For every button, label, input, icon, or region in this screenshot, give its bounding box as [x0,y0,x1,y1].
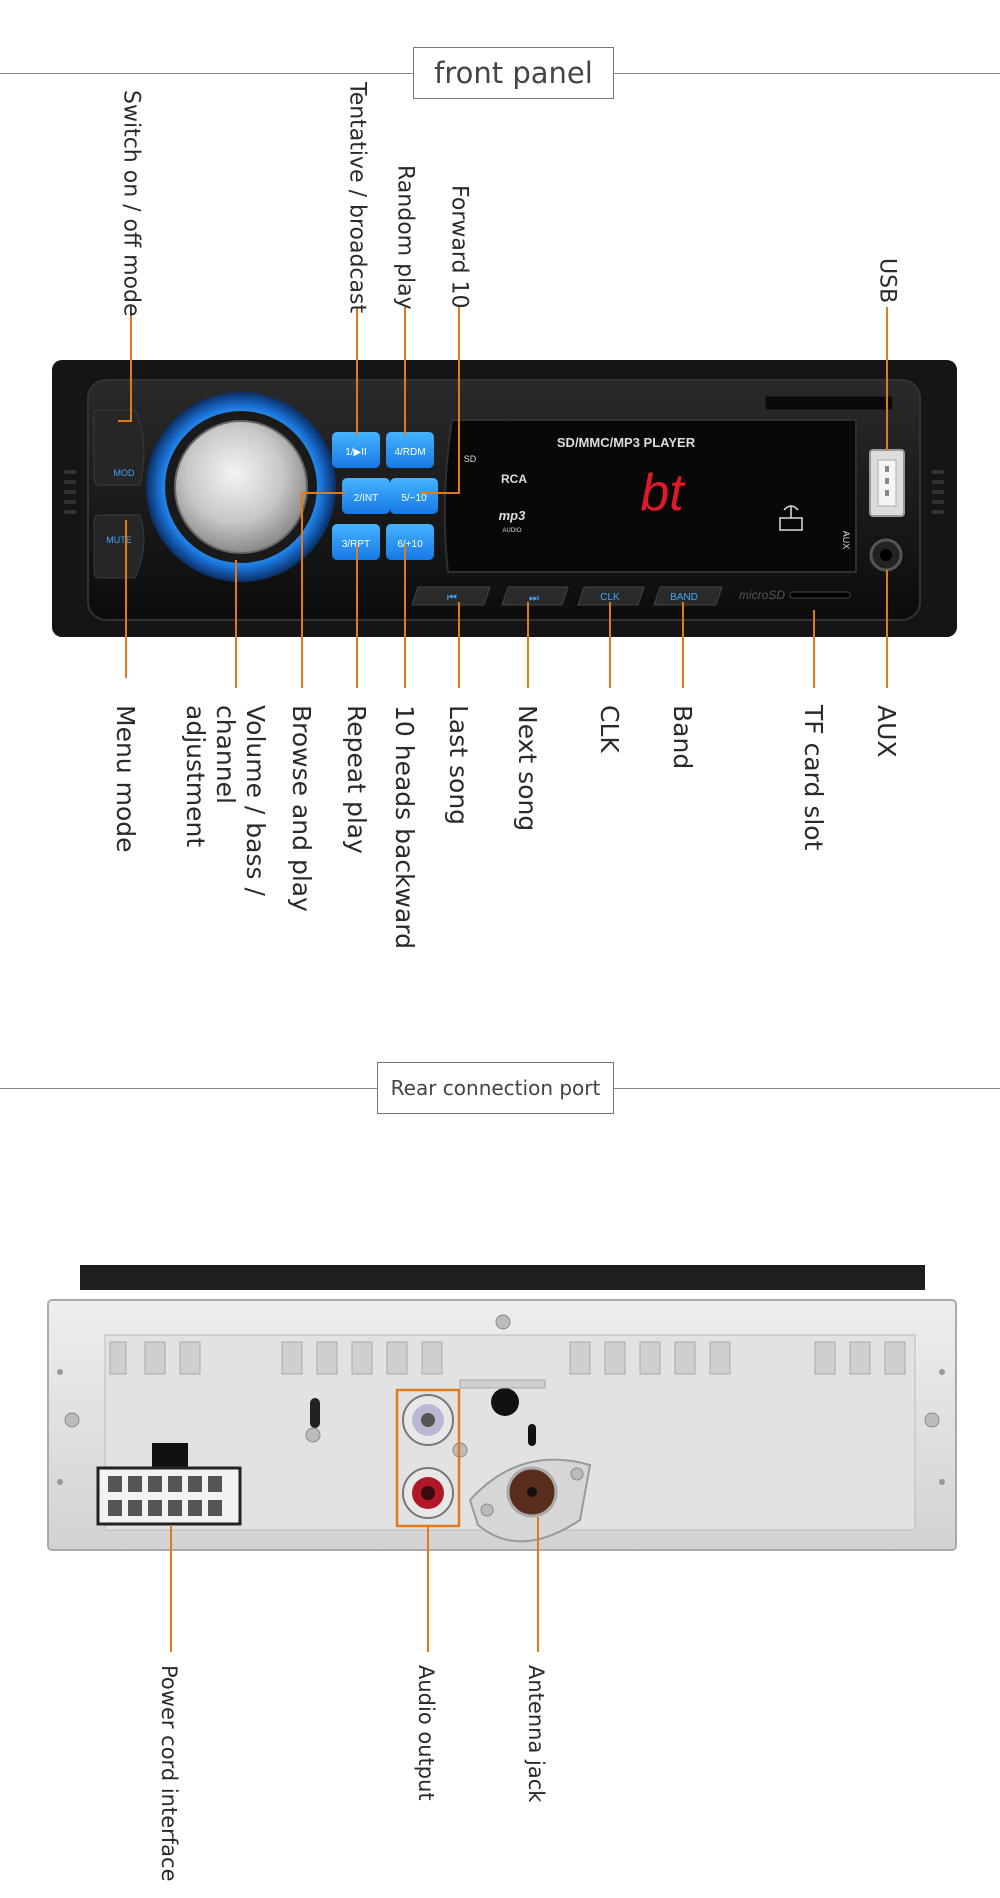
band-button [653,586,723,606]
lead-antenna [537,1517,539,1652]
microsd-text: microSD [739,588,785,602]
btn-4-label: 4/RDM [394,447,425,458]
lead-last-song [458,602,460,688]
lead-usb [886,307,888,451]
clk-button [577,586,645,606]
label-menu-mode: Menu mode [111,705,140,853]
lead-audio-output [427,1527,429,1652]
label-band: Band [668,705,697,770]
lead-menu [125,520,127,678]
mp3-logo: mp3 [499,508,527,523]
btn-6-label: 6/+10 [397,539,423,550]
lead-browse [301,492,303,688]
display-window [443,419,857,573]
lead-switch-mode [130,307,132,422]
label-audio-output: Audio output [414,1665,439,1801]
display-readout: bt [640,464,686,522]
mod-button [93,409,145,486]
lead-power-cord [170,1525,172,1652]
btn-6 [386,524,434,560]
label-aux: AUX [872,705,901,758]
mute-button [93,514,145,579]
rear-rule-right [612,1088,1000,1089]
btn-3 [332,524,380,560]
next-button-label: ⏭ [529,592,539,604]
rear-port-title: Rear connection port [377,1062,614,1114]
btn-5-label: 5/−10 [401,493,427,504]
label-forward-10: Forward 10 [446,185,472,309]
right-vents [932,470,944,514]
label-repeat-play: Repeat play [342,705,371,854]
mute-button-label: MUTE [106,535,132,545]
lead-tf-slot [813,610,815,688]
label-switch-mode: Switch on / off mode [118,90,144,317]
label-usb: USB [874,258,900,304]
label-next-song: Next song [513,705,542,832]
clk-button-label: CLK [600,592,620,603]
btn-4 [386,432,434,468]
label-10-heads-backward: 10 heads backward [390,705,419,950]
label-tentative-broadcast: Tentative / broadcast [344,82,370,314]
audio-logo: AUDIO [502,528,521,534]
sd-logo: SD [464,454,477,464]
aux-vertical-text: AUX [841,531,851,550]
display-title: SD/MMC/MP3 PLAYER [557,435,696,450]
rear-vents [109,1341,906,1375]
rear-rule-left [0,1088,377,1089]
label-antenna-jack: Antenna jack [524,1665,549,1803]
btn-2 [342,478,390,514]
btn-3-label: 3/RPT [342,539,370,550]
label-volume-bass-channel: Volume / bass / channel adjustment [181,705,270,896]
lead-random [404,307,406,435]
btn-5 [390,478,438,514]
label-last-song: Last song [444,705,473,826]
lead-tentative [356,307,358,435]
rca-logo: RCA [501,472,527,486]
lead-browse-h [301,492,345,494]
lead-volume [235,560,237,688]
lead-next-song [527,602,529,688]
wireless-icon [779,505,803,531]
front-panel-title: front panel [413,47,614,99]
label-clk: CLK [595,705,624,753]
power-connector-tab [152,1443,188,1469]
audio-output-highlight [395,1388,461,1528]
left-vents [64,470,76,514]
front-rule-right [612,73,1000,74]
lead-aux [886,570,888,688]
mod-button-label: MOD [114,468,135,478]
lead-clk [609,602,611,688]
lead-back10 [404,545,406,688]
btn-1-label: 1/▶II [345,447,367,458]
lead-switch-mode-h [118,420,132,422]
lead-band [682,602,684,688]
label-random-play: Random play [392,165,418,310]
lead-forward10-h [420,492,460,494]
label-browse-play: Browse and play [287,705,316,912]
volume-knob [174,420,308,554]
disc-slot [764,395,894,411]
btn-2-label: 2/INT [354,493,378,504]
prev-button-label: ⏮ [447,592,457,604]
lead-repeat [356,545,358,688]
tf-card-slot [789,591,851,599]
prev-button [411,586,491,606]
lead-forward10 [458,307,460,494]
next-button [501,586,569,606]
btn-1 [332,432,380,468]
label-tf-card-slot: TF card slot [799,705,828,851]
label-power-cord-interface: Power cord interface [157,1665,182,1882]
rear-top-lip [80,1265,925,1290]
front-rule-left [0,73,413,74]
band-button-label: BAND [670,592,698,603]
